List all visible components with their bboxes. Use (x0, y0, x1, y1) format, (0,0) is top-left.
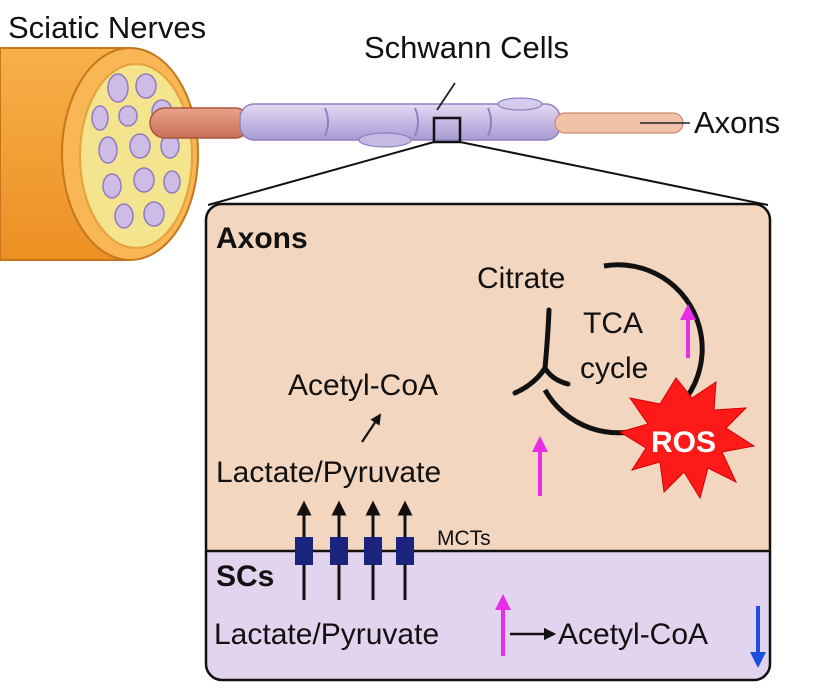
lactate-to-acetyl-arrow (361, 413, 382, 443)
scs-panel-title: SCs (216, 560, 274, 593)
tca-label-line1: TCA (583, 307, 643, 340)
schwann-cell-region (206, 551, 770, 680)
mct-block-2 (330, 537, 348, 565)
zoom-box (432, 116, 462, 144)
mct-transporters (295, 500, 414, 600)
lactate-pyruvate-sc-label: Lactate/Pyruvate (214, 618, 439, 651)
sciatic-nerve-illustration (0, 47, 251, 261)
citrate-label: Citrate (477, 262, 565, 295)
panel-border (204, 202, 772, 682)
mct-block-1 (295, 537, 313, 565)
lactate-pyruvate-axon-label: Lactate/Pyruvate (216, 456, 441, 489)
tca-cycle-arc (542, 262, 705, 436)
mcts-label: MCTs (437, 527, 491, 550)
axon-region (206, 204, 770, 551)
ros-burst: ROS (618, 377, 756, 500)
schwann-cells-label: Schwann Cells (364, 30, 569, 65)
mct-block-4 (396, 537, 414, 565)
acetyl-coa-sc-label: Acetyl-CoA (558, 618, 708, 651)
zoomed-panel (204, 202, 772, 682)
axons-top-label: Axons (694, 105, 780, 140)
axons-panel-title: Axons (216, 222, 308, 255)
sciatic-nerves-label: Sciatic Nerves (8, 10, 206, 45)
myelinated-axon (239, 97, 690, 148)
tca-label-line2: cycle (580, 352, 648, 385)
schwann-cells-leader-line (436, 82, 456, 111)
ros-label: ROS (651, 426, 716, 459)
mct-block-3 (364, 537, 382, 565)
zoom-indicator (207, 82, 769, 206)
acetyl-coa-axon-label: Acetyl-CoA (288, 369, 438, 402)
